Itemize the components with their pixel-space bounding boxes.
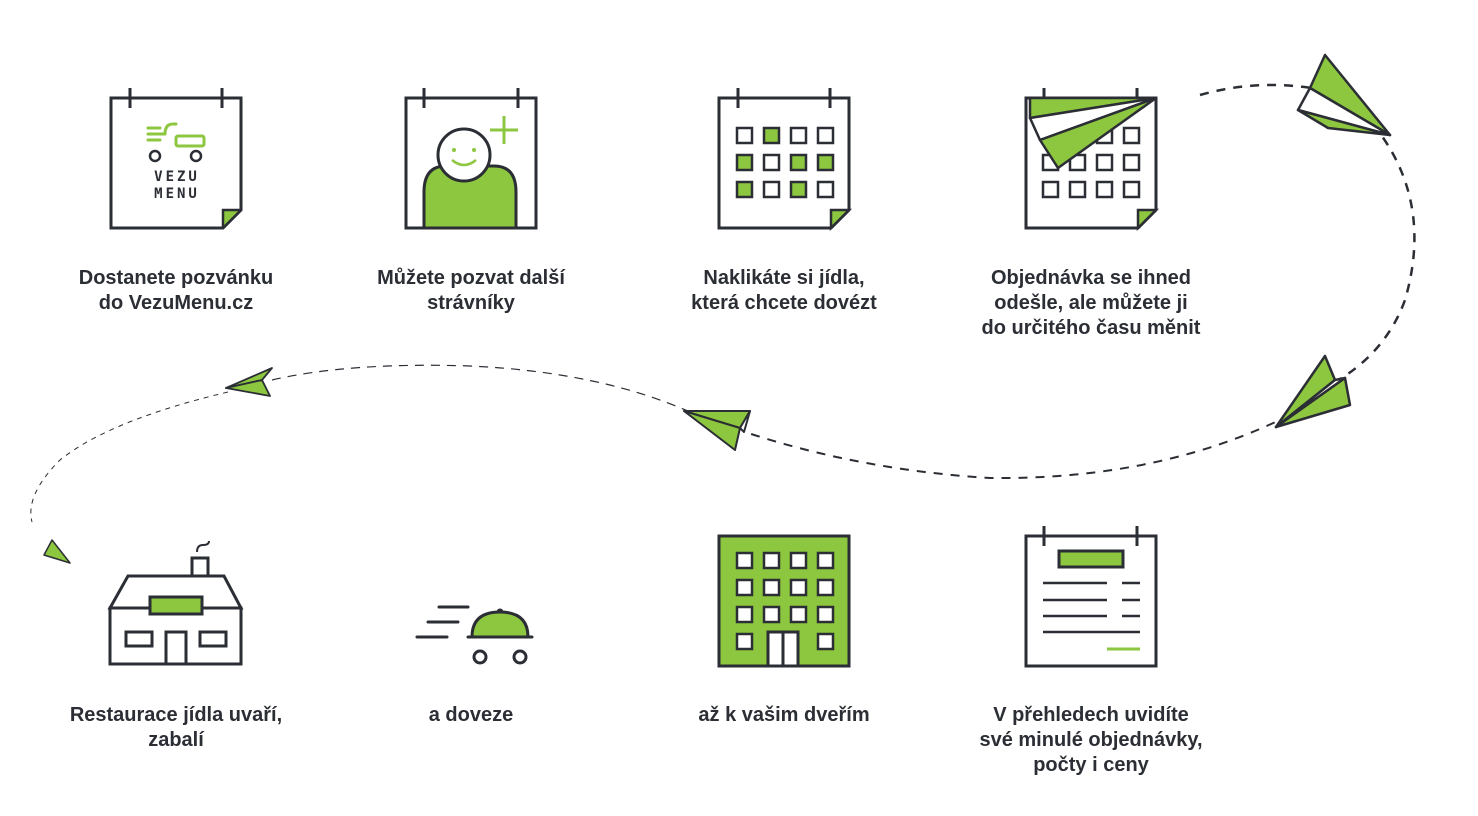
building-window <box>735 578 754 597</box>
step-caption-order-sent: Objednávka se ihned odešle, ale můžete j… <box>951 266 1231 341</box>
building-window <box>789 605 808 624</box>
caption-line: Dostanete pozvánku <box>78 267 274 289</box>
caption-line: až k vašim dveřím <box>698 704 870 726</box>
flight-path <box>30 83 1416 523</box>
calendar-day-cell <box>762 153 781 172</box>
flight-path-left <box>30 391 229 523</box>
plus-icon <box>490 116 518 144</box>
calendar-day-cell <box>735 180 754 199</box>
calendar-day-cell <box>735 153 754 172</box>
caption-line: do VezuMenu.cz <box>98 292 254 314</box>
building-window <box>816 605 835 624</box>
invitation-calendar-icon <box>109 88 243 230</box>
calendar-day-cell <box>1041 180 1060 199</box>
logo-text-line2: MENU <box>154 186 200 202</box>
restaurant-icon <box>107 540 244 666</box>
paper-plane-icon <box>225 367 273 397</box>
caption-line: a doveze <box>428 704 514 726</box>
building-window <box>762 605 781 624</box>
paper-plane-icon <box>683 410 751 451</box>
building-window <box>735 632 754 651</box>
calendar-day-cell <box>789 153 808 172</box>
calendar-day-cell <box>1122 153 1141 172</box>
calendar-day-cell <box>816 126 835 145</box>
building-window <box>762 578 781 597</box>
calendar-day-cell <box>789 180 808 199</box>
caption-line: která chcete dovézt <box>691 292 877 314</box>
caption-line: Můžete pozvat další <box>377 267 565 289</box>
calendar-day-cell <box>816 180 835 199</box>
building-window <box>816 551 835 570</box>
calendar-day-cell <box>1122 180 1141 199</box>
caption-line: V přehledech uvidíte <box>993 704 1189 726</box>
calendar-day-cell <box>762 126 781 145</box>
caption-line: Restaurace jídla uvaří, <box>69 704 283 726</box>
caption-line: do určitého času měnit <box>981 317 1201 339</box>
step-caption-invitation: Dostanete pozvánku do VezuMenu.cz <box>36 266 316 316</box>
flight-path-upper-middle <box>271 364 691 413</box>
building-window <box>762 551 781 570</box>
calendar-day-cell <box>789 126 808 145</box>
step-caption-select-meals: Naklikáte si jídla, která chcete dovézt <box>644 266 924 316</box>
paper-plane-icon <box>1028 96 1158 170</box>
caption-line: Naklikáte si jídla, <box>703 267 865 289</box>
calendar-day-cell <box>1122 126 1141 145</box>
calendar-day-cell <box>816 153 835 172</box>
paper-plane-icon <box>43 539 71 564</box>
step-caption-overview: V přehledech uvidíte své minulé objednáv… <box>951 703 1231 778</box>
building-window <box>735 605 754 624</box>
flight-path-middle <box>744 414 1291 480</box>
order-overview-icon <box>1024 526 1158 668</box>
office-building-windows <box>735 551 835 651</box>
vezumenu-logo: VEZU MENU <box>146 122 206 202</box>
logo-text-line1: VEZU <box>154 169 200 185</box>
paper-plane-icon <box>1274 354 1352 429</box>
step-caption-invite-diners: Můžete pozvat další strávníky <box>331 266 611 316</box>
building-window <box>789 578 808 597</box>
caption-line: strávníky <box>427 292 515 314</box>
caption-line: své minulé objednávky, <box>979 729 1203 751</box>
delivery-cloche-icon <box>415 605 534 665</box>
invite-person-icon <box>404 88 538 230</box>
step-caption-restaurant: Restaurace jídla uvaří, zabalí <box>36 703 316 753</box>
paper-plane-icon <box>1296 53 1392 137</box>
calendar-day-cell <box>1068 180 1087 199</box>
caption-line: zabalí <box>148 729 204 751</box>
calendar-day-cell <box>762 180 781 199</box>
caption-line: odešle, ale můžete ji <box>994 292 1188 314</box>
calendar-day-cell <box>735 126 754 145</box>
building-window <box>789 551 808 570</box>
calendar-day-cell <box>1095 180 1114 199</box>
caption-line: počty i ceny <box>1033 754 1149 776</box>
caption-line: Objednávka se ihned <box>990 267 1192 289</box>
meal-calendar-grid <box>735 126 835 199</box>
building-window <box>816 632 835 651</box>
building-window <box>816 578 835 597</box>
step-caption-delivery: a doveze <box>331 703 611 728</box>
building-window <box>735 551 754 570</box>
step-caption-door: až k vašim dveřím <box>644 703 924 728</box>
calendar-day-cell <box>1095 153 1114 172</box>
flight-path-top-right <box>1199 83 1416 387</box>
